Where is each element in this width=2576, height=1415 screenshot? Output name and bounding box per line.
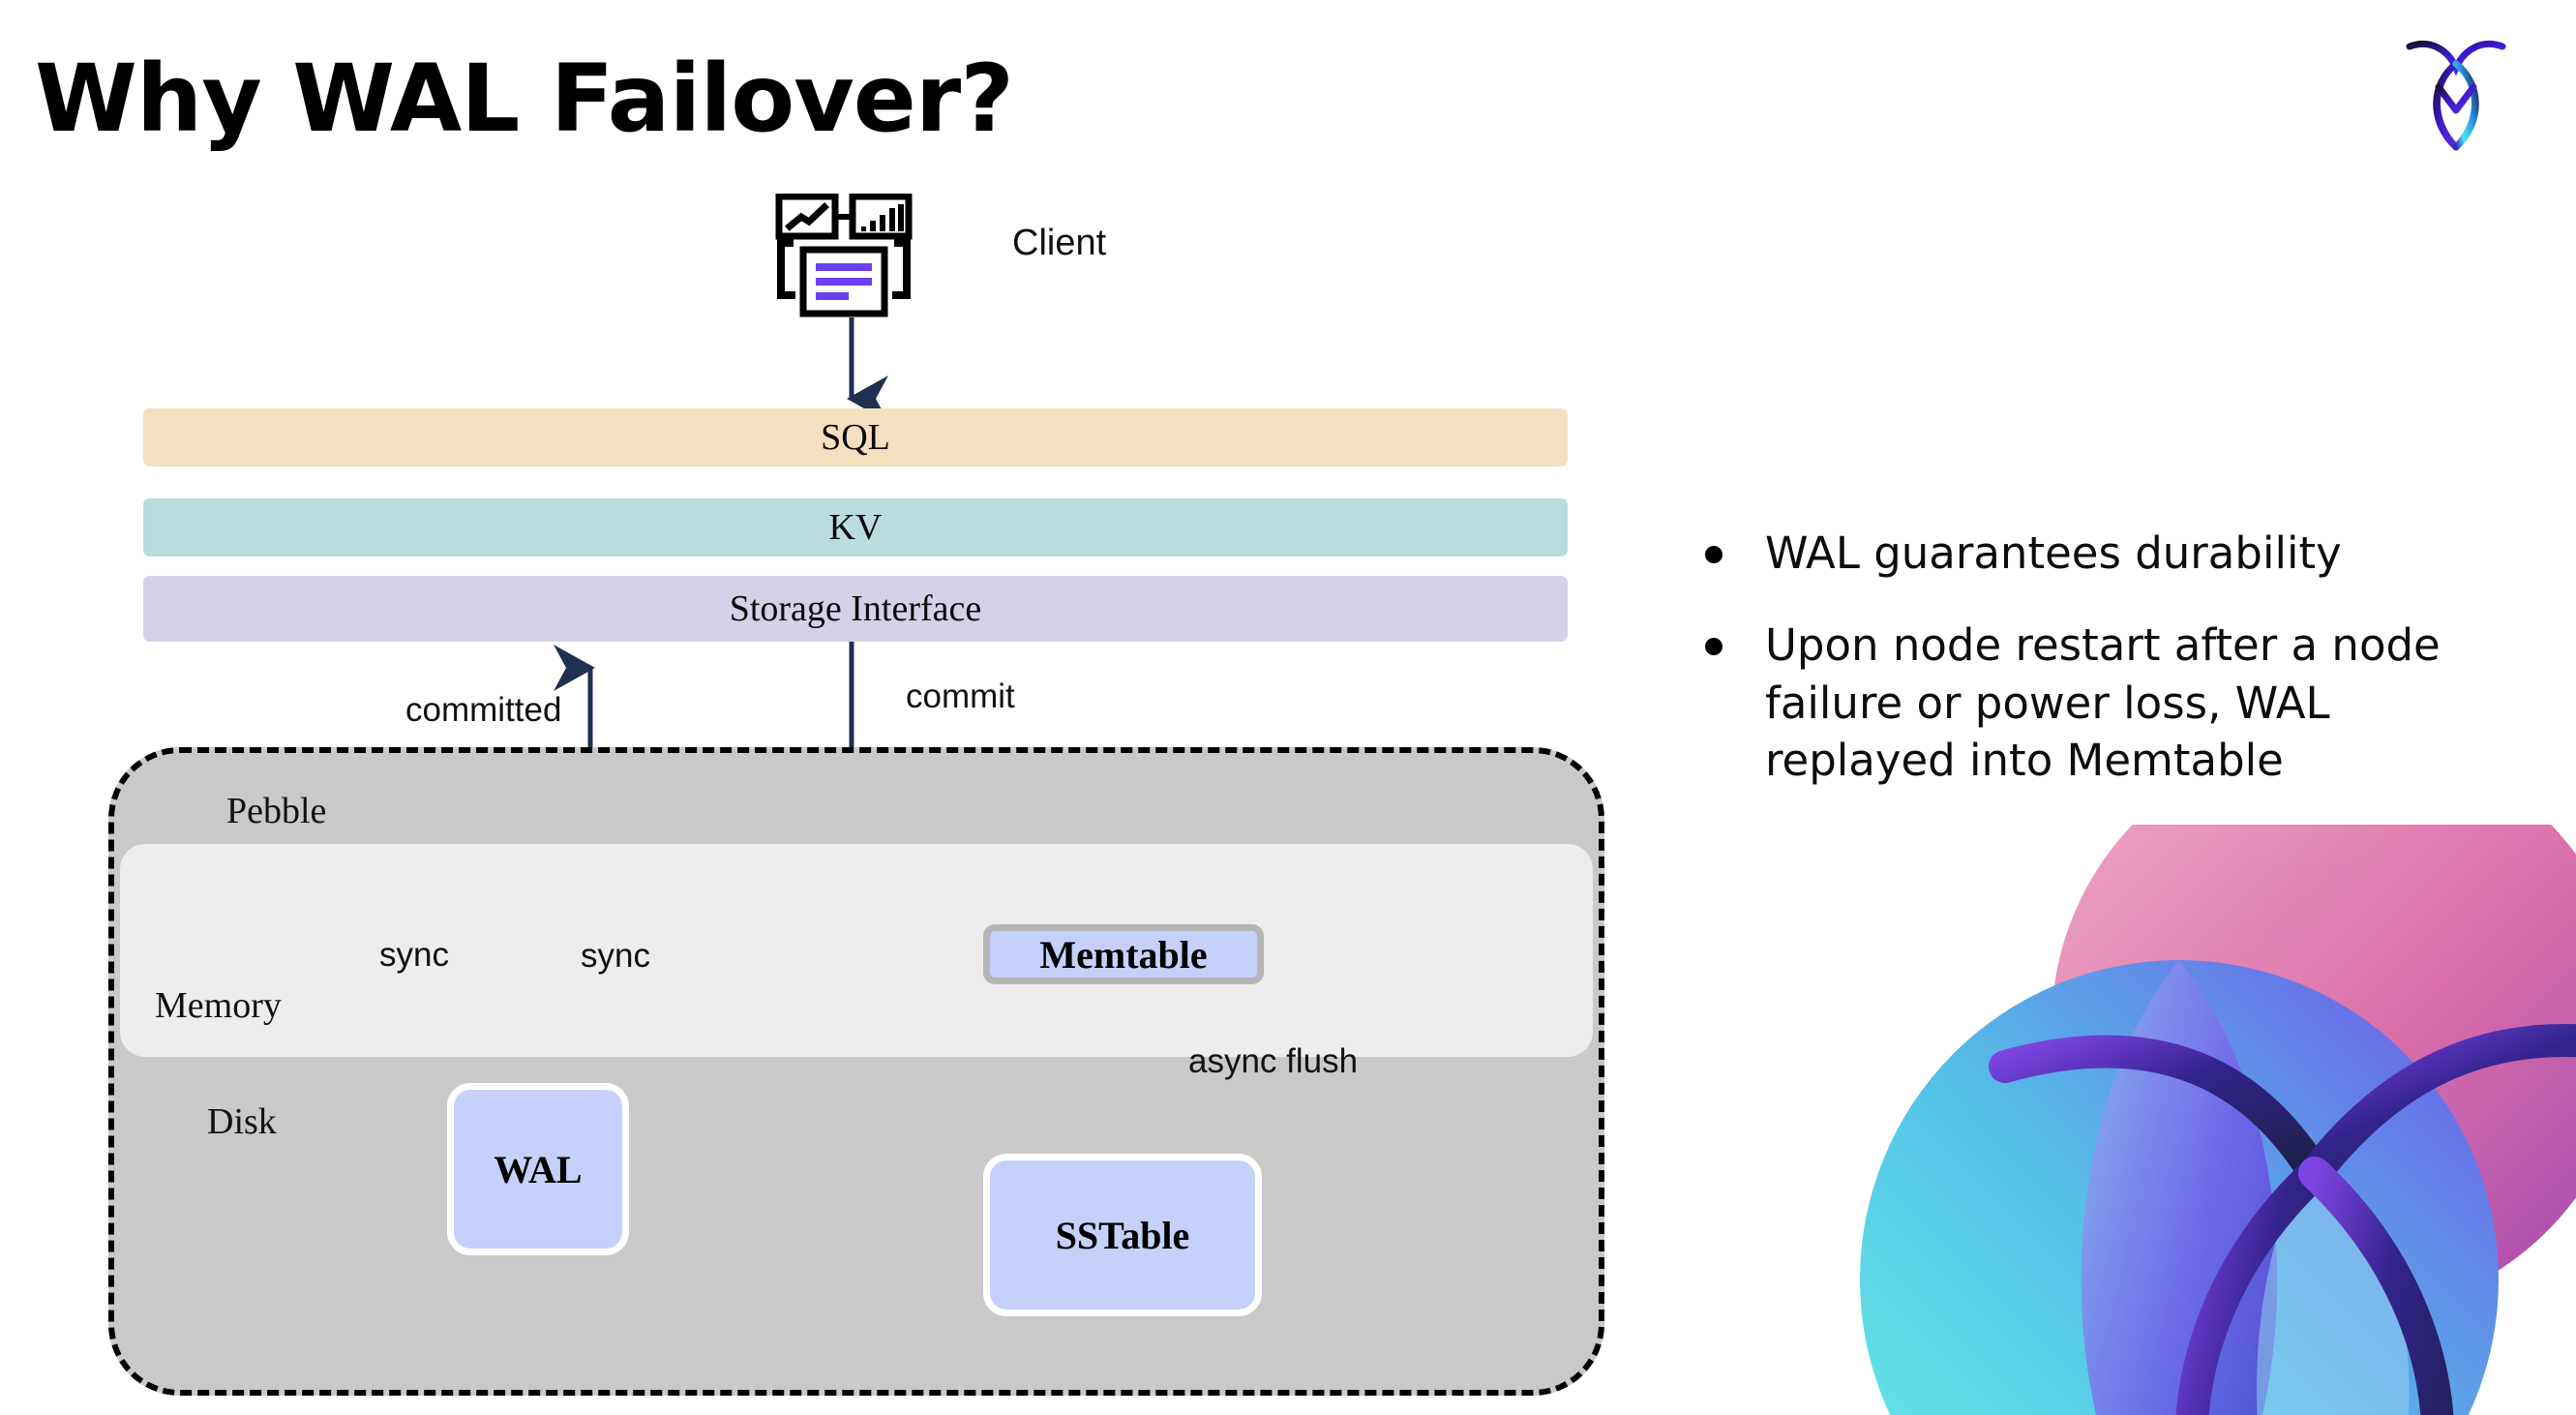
edge-label-async-flush: async flush [1188,1042,1359,1080]
bullet-list: WAL guarantees durability Upon node rest… [1705,525,2518,825]
layer-bar-kv[interactable]: KV [143,498,1568,557]
decorative-logo-graphic [1860,825,2576,1415]
page-title: Why WAL Failover? [35,45,1014,153]
memory-container [120,844,1593,1057]
pebble-label: Pebble [226,791,327,831]
edge-label-sync-left: sync [379,936,449,974]
list-item: Upon node restart after a node failure o… [1705,617,2518,789]
client-dashboard-icon [774,193,927,317]
bullet-text: Upon node restart after a node failure o… [1765,619,2441,787]
node-memtable[interactable]: Memtable [983,924,1264,984]
bullet-dot-icon [1705,638,1722,656]
memory-label: Memory [155,985,282,1026]
client-label: Client [1012,223,1107,263]
layer-bar-storage-interface[interactable]: Storage Interface [143,576,1568,642]
bullet-dot-icon [1705,546,1722,563]
disk-label: Disk [207,1101,277,1142]
edge-label-committed: committed [405,691,562,729]
list-item: WAL guarantees durability [1705,525,2518,582]
cockroachdb-logo-icon [2402,29,2510,155]
node-sstable[interactable]: SSTable [983,1154,1262,1316]
layer-bar-sql[interactable]: SQL [143,408,1568,467]
architecture-diagram: Client SQL KV Storage Interface Pebble M… [108,193,1604,1396]
node-wal[interactable]: WAL [447,1083,629,1255]
bullet-text: WAL guarantees durability [1765,527,2342,579]
edge-label-commit: commit [906,677,1015,715]
edge-label-sync-right: sync [581,937,650,975]
